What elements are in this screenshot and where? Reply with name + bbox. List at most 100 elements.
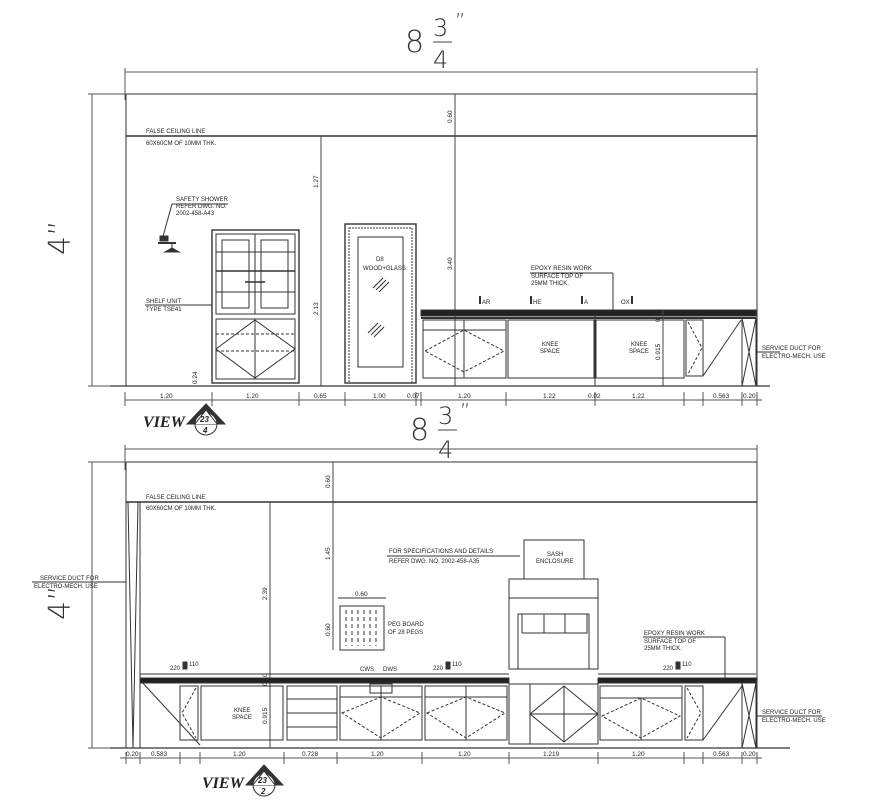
svg-text:1.20: 1.20 [458, 751, 471, 758]
svg-text:1.20: 1.20 [160, 393, 173, 400]
view-2-elevation: 8 3 4 ” 4” FALSE CEILING LINE 60X60CM OF… [32, 399, 826, 797]
svg-text:0.60: 0.60 [355, 591, 368, 598]
epoxy-note-view-2: EPOXY RESIN WORK SURFACE TOP OF 25MM THI… [643, 631, 726, 678]
svg-text:23: 23 [257, 776, 267, 785]
svg-text:1.22: 1.22 [543, 393, 556, 400]
svg-text:0.65: 0.65 [314, 393, 327, 400]
svg-text:2002-458-A43: 2002-458-A43 [176, 211, 215, 217]
svg-text:OF 28 PEGS: OF 28 PEGS [388, 630, 423, 636]
svg-text:0.728: 0.728 [302, 751, 319, 758]
svg-text:SERVICE DUCT FOR: SERVICE DUCT FOR [762, 710, 821, 716]
svg-text:1.27: 1.27 [313, 175, 320, 188]
svg-text:SURFACE TOP OF: SURFACE TOP OF [531, 274, 583, 280]
svg-text:1.45: 1.45 [325, 547, 332, 560]
svg-text:110: 110 [452, 662, 462, 668]
svg-text:ELECTRO-MECH. USE: ELECTRO-MECH. USE [34, 584, 98, 590]
scale-label-bottom: 8 3 4 ” [410, 399, 470, 464]
svg-text:VIEW: VIEW [202, 775, 246, 792]
svg-text:1.20: 1.20 [371, 751, 384, 758]
svg-text:0.563: 0.563 [713, 751, 730, 758]
service-duct-note-view-1: SERVICE DUCT FOR ELECTRO-MECH. USE [756, 346, 826, 360]
svg-text:8: 8 [410, 413, 429, 448]
svg-text:”: ” [460, 399, 470, 423]
dimension-chain-view-1: 1.20 1.20 0.65 1.00 0.07 1.20 1.22 0.02 … [124, 392, 762, 406]
svg-text:SPACE: SPACE [629, 349, 649, 355]
svg-text:3.40: 3.40 [447, 257, 454, 270]
svg-text:0.20: 0.20 [743, 393, 756, 400]
svg-text:FALSE CEILING LINE: FALSE CEILING LINE [146, 495, 205, 501]
svg-text:4: 4 [438, 436, 453, 464]
svg-text:HE: HE [533, 300, 541, 306]
svg-text:FALSE CEILING LINE: FALSE CEILING LINE [146, 129, 205, 135]
svg-text:23: 23 [199, 415, 209, 424]
shelf-unit: SHELF UNIT TYPE TSE41 0.24 [145, 229, 300, 384]
svg-text:1.20: 1.20 [458, 393, 471, 400]
service-duct-note-right: SERVICE DUCT FOR ELECTRO-MECH. USE [756, 710, 826, 724]
view-tag-1: VIEW 23 4 [143, 403, 227, 436]
svg-text:0.583: 0.583 [151, 751, 168, 758]
svg-text:0.10: 0.10 [262, 673, 269, 686]
svg-text:2.13: 2.13 [313, 302, 320, 315]
gas-outlets: AR HE A OX [482, 300, 630, 306]
svg-text:REFER DWG. NO. 2002-458-A35: REFER DWG. NO. 2002-458-A35 [389, 559, 480, 565]
svg-text:SURFACE TOP OF: SURFACE TOP OF [644, 639, 696, 645]
svg-text:25MM THICK.: 25MM THICK. [644, 646, 682, 652]
svg-text:DWS: DWS [383, 667, 397, 673]
svg-text:”: ” [455, 9, 465, 33]
height-label-bottom: 4” [43, 585, 78, 620]
view-1-elevation: 8 3 4 ” 4 ” FALSE CEILING LINE 60X60CM OF… [43, 9, 826, 436]
svg-text:3: 3 [433, 14, 448, 42]
svg-text:A: A [584, 300, 588, 306]
svg-text:SPACE: SPACE [232, 715, 252, 721]
lab-counter-view-1: KNEE SPACE KNEE SPACE 0.10 0.915 [420, 309, 757, 387]
peg-board: 0.60 PEG BOARD OF 28 PEGS [338, 591, 424, 651]
scale-label-top: 8 3 4 ” [405, 9, 465, 74]
svg-text:0.07: 0.07 [407, 393, 420, 400]
svg-text:1.00: 1.00 [373, 393, 386, 400]
svg-text:TYPE TSE41: TYPE TSE41 [146, 307, 182, 313]
svg-text:220: 220 [663, 666, 674, 672]
svg-text:60X60CM OF 10MM THK.: 60X60CM OF 10MM THK. [146, 506, 217, 512]
svg-text:1.20: 1.20 [246, 393, 259, 400]
svg-text:0.915: 0.915 [655, 343, 662, 360]
svg-text:0.10: 0.10 [655, 309, 662, 322]
svg-text:2.39: 2.39 [262, 587, 269, 600]
svg-text:EPOXY RESIN WORK: EPOXY RESIN WORK [531, 266, 592, 272]
svg-text:CWS: CWS [360, 667, 374, 673]
svg-text:0.20: 0.20 [743, 751, 756, 758]
svg-text:110: 110 [682, 662, 692, 668]
lab-counter-view-2: KNEE SPACE 0.10 0.915 [139, 673, 757, 749]
svg-text:SERVICE DUCT FOR: SERVICE DUCT FOR [40, 576, 99, 582]
svg-text:SHELF UNIT: SHELF UNIT [146, 299, 181, 305]
view-tag-2: VIEW 23 2 [202, 764, 285, 797]
svg-text:0.60: 0.60 [447, 110, 454, 123]
svg-text:8: 8 [405, 25, 424, 60]
svg-text:KNEE: KNEE [631, 342, 647, 348]
svg-text:REFER DWG. NO.: REFER DWG. NO. [176, 204, 227, 210]
svg-text:4: 4 [202, 426, 208, 435]
svg-text:WOOD+GLASS: WOOD+GLASS [363, 266, 406, 272]
svg-text:0.915: 0.915 [262, 707, 269, 724]
svg-text:KNEE: KNEE [234, 708, 250, 714]
false-ceiling-note-2: FALSE CEILING LINE 60X60CM OF 10MM THK. [146, 495, 217, 512]
dimension-chain-view-2: 0.20 0.583 1.20 0.728 1.20 1.20 1.219 1.… [120, 751, 762, 764]
svg-text:220: 220 [170, 666, 181, 672]
svg-text:3: 3 [438, 402, 453, 430]
svg-text:ENCLOSURE: ENCLOSURE [536, 559, 573, 565]
svg-text:1.219: 1.219 [543, 751, 560, 758]
specs-note: FOR SPECIFICATIONS AND DETAILS REFER DWG… [387, 549, 520, 565]
svg-text:220: 220 [433, 666, 444, 672]
svg-text:ELECTRO-MECH. USE: ELECTRO-MECH. USE [762, 354, 826, 360]
svg-text:1.20: 1.20 [233, 751, 246, 758]
svg-text:1.20: 1.20 [632, 751, 645, 758]
svg-text:1.22: 1.22 [632, 393, 645, 400]
svg-text:2: 2 [260, 787, 266, 796]
false-ceiling-note: FALSE CEILING LINE 60X60CM OF 10MM THK. [146, 129, 217, 147]
outlets: 220 110 220 110 220 110 CWS DWS [170, 661, 692, 694]
svg-text:PEG BOARD: PEG BOARD [388, 622, 424, 628]
svg-text:SASH: SASH [547, 552, 563, 558]
svg-text:0.20: 0.20 [126, 751, 139, 758]
safety-shower: SAFETY SHOWER REFER DWG. NO. 2002-458-A4… [158, 197, 229, 253]
svg-text:VIEW: VIEW [143, 414, 187, 431]
